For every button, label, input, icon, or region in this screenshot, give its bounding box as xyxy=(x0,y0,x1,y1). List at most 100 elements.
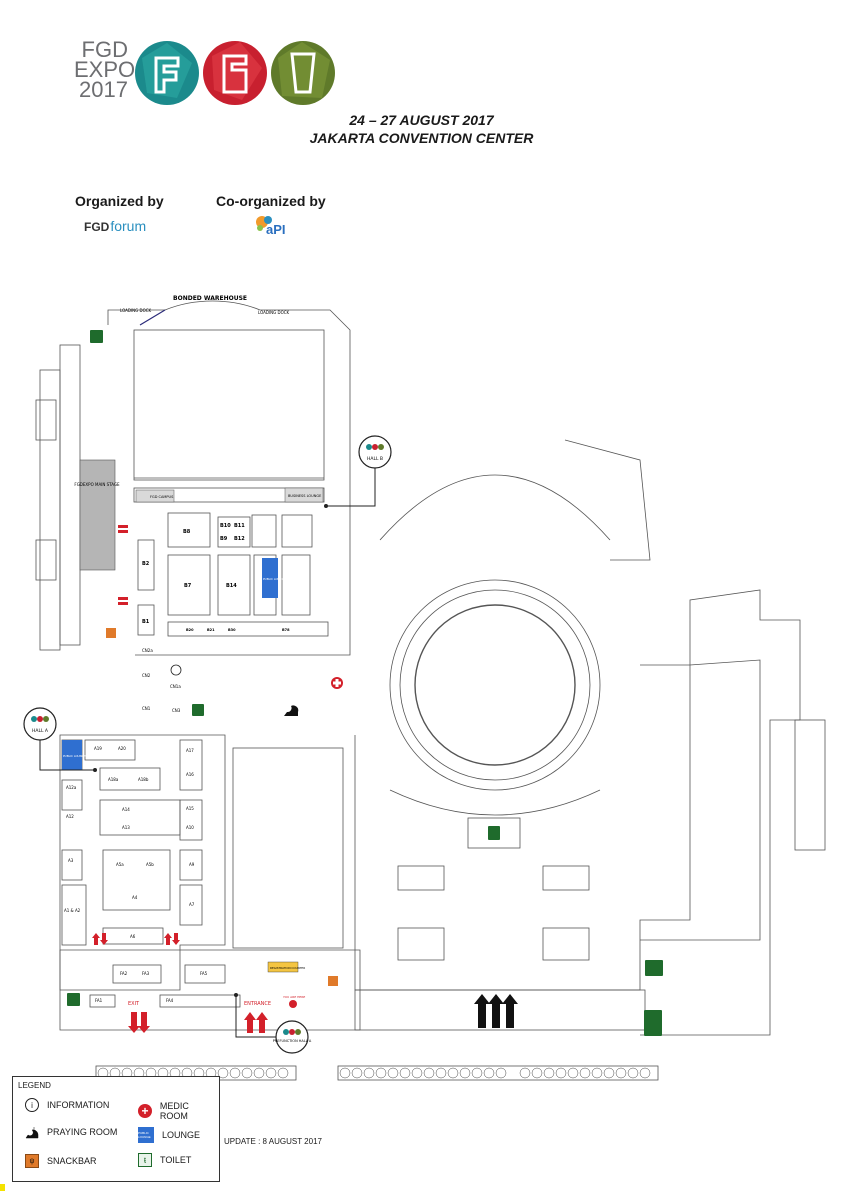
legend-medic-room: + MEDIC ROOM xyxy=(138,1101,219,1121)
event-venue: JAKARTA CONVENTION CENTER xyxy=(309,130,534,146)
booth-a5a[interactable]: A5a xyxy=(116,862,124,867)
brand-line-3: 2017 xyxy=(79,77,128,102)
booth-b12[interactable]: B12 xyxy=(234,536,245,542)
fgd-forum-logo-a: FGD xyxy=(84,220,110,234)
hall-a-marker[interactable]: HALL A xyxy=(23,707,57,741)
loading-dock-left-label: LOADING DOCK xyxy=(120,308,152,313)
loading-dock-right-label: LOADING DOCK xyxy=(258,310,290,315)
hall-a-inner-space xyxy=(232,747,344,949)
hall-a-marker-label: HALL A xyxy=(32,728,49,734)
snackbar-icon: ψ xyxy=(25,1154,39,1168)
main-lobby-outline xyxy=(354,589,801,1036)
booth-a14[interactable]: A14 xyxy=(122,807,130,812)
booth-a18a[interactable]: A18a xyxy=(108,777,119,782)
plenary-hall-outer xyxy=(389,579,601,791)
booth-b7[interactable]: B7 xyxy=(184,583,192,589)
prefunction-marker[interactable]: PREFUNCTION HALL A xyxy=(273,1020,312,1054)
brand-line-1: FGD xyxy=(81,37,128,62)
booth-fa5[interactable]: FA5 xyxy=(200,971,208,976)
booth-cn1[interactable]: CN1 xyxy=(142,706,151,711)
booth-a13[interactable]: A13 xyxy=(122,825,130,830)
booth-a5b[interactable]: A5b xyxy=(146,862,154,867)
fgd-campus xyxy=(135,489,175,503)
legend-praying-room-label: PRAYING ROOM xyxy=(47,1127,118,1137)
legend-toilet: ŧ TOILET xyxy=(138,1153,191,1167)
legend-praying-room: PRAYING ROOM xyxy=(25,1125,117,1139)
medic-room-icon xyxy=(331,677,343,689)
entrance-arrows xyxy=(244,1012,268,1033)
api-logo-text: aPI xyxy=(266,222,286,237)
booth-a18b[interactable]: A18b xyxy=(138,777,149,782)
booth-b78[interactable]: B78 xyxy=(282,628,290,632)
booth-b14[interactable]: B14 xyxy=(226,583,237,589)
fgd-expo-logo xyxy=(135,41,335,105)
booth-a7[interactable]: A7 xyxy=(189,902,195,907)
public-lounge-hall-b xyxy=(262,558,278,598)
event-dates: 24 – 27 AUGUST 2017 xyxy=(349,112,494,128)
fgd-campus-label: FGD CAMPUS xyxy=(150,495,174,499)
legend-toilet-label: TOILET xyxy=(160,1155,192,1165)
public-lounge-hall-a xyxy=(62,740,82,770)
public-lounge-hall-a-label: PUBLIC LOUNGE xyxy=(63,754,86,758)
booth-a6[interactable]: A6 xyxy=(130,934,136,939)
coorganized-by-label: Co-organized by xyxy=(216,193,326,209)
booth-a12a[interactable]: A12a xyxy=(66,785,77,790)
exit-label: EXIT xyxy=(128,1001,140,1007)
exit-arrows xyxy=(128,1012,150,1033)
bonded-warehouse-label: BONDED WAREHOUSE xyxy=(173,295,247,302)
api-logo: aPI xyxy=(254,214,290,245)
booth-b30[interactable]: B30 xyxy=(228,628,236,632)
booth-a17[interactable]: A17 xyxy=(186,748,194,753)
booth-a15[interactable]: A15 xyxy=(186,806,194,811)
you-are-here-label: YOU ARE HERE xyxy=(283,995,305,999)
booth-fa3[interactable]: FA3 xyxy=(142,971,150,976)
floor-plan: FGDEXPO MAIN STAGE FGD CAMPUS BUSINESS L… xyxy=(23,295,826,1081)
booth-a4[interactable]: A4 xyxy=(132,895,138,900)
booth-b2[interactable]: B2 xyxy=(142,561,150,567)
main-stage xyxy=(79,459,116,571)
booth-a20[interactable]: A20 xyxy=(118,746,126,751)
public-lounge-hall-b-label: PUBLIC LOUNGE xyxy=(263,577,286,581)
logo-circle-red xyxy=(203,41,267,105)
booth-a1-a2[interactable]: A1 & A2 xyxy=(64,908,81,913)
booth-a9[interactable]: A9 xyxy=(189,862,195,867)
you-are-here-dot xyxy=(289,1000,297,1008)
logo-circle-olive xyxy=(271,41,335,105)
booth-b9[interactable]: B9 xyxy=(220,536,228,542)
prefunction-marker-label: PREFUNCTION HALL A xyxy=(273,1039,312,1043)
parking-rows xyxy=(97,1067,651,1079)
main-entrance-arrows xyxy=(474,994,518,1028)
toilet-icon xyxy=(644,1010,662,1036)
booth-cn2[interactable]: CN2 xyxy=(142,673,151,678)
booth-cn3[interactable]: CN3 xyxy=(172,708,181,713)
booth-fa4[interactable]: FA4 xyxy=(166,998,174,1003)
booth-b1[interactable]: B1 xyxy=(142,619,150,625)
legend-snackbar-label: SNACKBAR xyxy=(47,1156,97,1166)
left-corridor xyxy=(59,344,81,646)
booth-b21[interactable]: B21 xyxy=(207,628,215,632)
booth-fa1[interactable]: FA1 xyxy=(95,998,103,1003)
information-icon xyxy=(170,664,182,676)
update-note: UPDATE : 8 AUGUST 2017 xyxy=(224,1137,322,1146)
toilet-icon xyxy=(67,993,80,1006)
legend-title: LEGEND xyxy=(18,1081,51,1090)
logo-circle-teal xyxy=(135,41,199,105)
booth-a16[interactable]: A16 xyxy=(186,772,194,777)
booth-cn1a[interactable]: CN1a xyxy=(170,684,181,689)
entrance-label: ENTRANCE xyxy=(244,1001,271,1007)
booth-fa2[interactable]: FA2 xyxy=(120,971,128,976)
booth-a19[interactable]: A19 xyxy=(94,746,102,751)
booth-a12[interactable]: A12 xyxy=(66,814,74,819)
organized-by-label: Organized by xyxy=(75,193,164,209)
booth-b8[interactable]: B8 xyxy=(183,529,191,535)
booth-b20[interactable]: B20 xyxy=(186,628,194,632)
legend-information: i INFORMATION xyxy=(25,1098,109,1112)
booth-b11[interactable]: B11 xyxy=(234,523,245,529)
booth-cn2a[interactable]: CN2a xyxy=(142,648,153,653)
hall-b-marker[interactable]: HALL B xyxy=(358,435,392,469)
booth-a3[interactable]: A3 xyxy=(68,858,74,863)
business-lounge xyxy=(284,487,324,503)
booth-a10[interactable]: A10 xyxy=(186,825,194,830)
booth-b10[interactable]: B10 xyxy=(220,523,231,529)
legend-information-label: INFORMATION xyxy=(47,1100,110,1110)
